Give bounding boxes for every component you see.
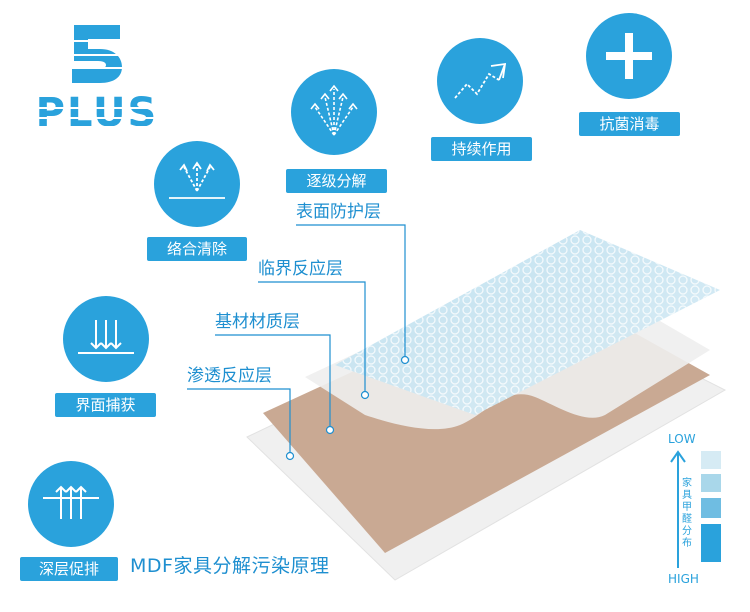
- feature-capture-circle: [63, 296, 149, 382]
- trend-up-icon: [454, 62, 507, 99]
- feature-antibacterial-circle: [586, 13, 672, 99]
- layer-label-reactive: 临界反应层: [258, 259, 343, 279]
- plus-icon: [606, 33, 652, 79]
- feature-deep-label: 深层促排: [20, 557, 118, 581]
- multi-arrows-icon: [310, 84, 358, 136]
- legend-high-label: HIGH: [668, 572, 699, 586]
- layer-label-substrate: 基材材质层: [215, 312, 300, 332]
- layer-illustration: [246, 230, 727, 581]
- feature-decompose-label: 逐级分解: [286, 169, 387, 193]
- legend-low-label: LOW: [668, 432, 696, 446]
- dotted-arrows-icon: [169, 161, 225, 199]
- legend-vertical-label: 家具甲醛分布: [682, 478, 692, 549]
- feature-clear-circle: [154, 141, 240, 227]
- layer-label-penetration: 渗透反应层: [187, 366, 272, 386]
- legend-swatch: [701, 474, 721, 492]
- logo-word-plus: PLUS: [30, 91, 164, 135]
- legend-swatch: [701, 524, 721, 562]
- feature-deep-circle: [28, 461, 114, 547]
- arrows-up-icon: [43, 485, 99, 519]
- layer-label-surface: 表面防护层: [296, 202, 381, 222]
- arrows-down-icon: [78, 320, 134, 354]
- logo-number-5: [68, 25, 124, 83]
- page-title: MDF家具分解污染原理: [130, 555, 330, 577]
- feature-clear-label: 络合清除: [147, 237, 247, 261]
- legend-swatch: [701, 498, 721, 518]
- feature-antibacterial-label: 抗菌消毒: [579, 112, 680, 136]
- feature-capture-label: 界面捕获: [55, 393, 156, 417]
- feature-decompose-circle: [291, 69, 377, 155]
- feature-continuous-circle: [437, 38, 523, 124]
- legend-swatch: [701, 451, 721, 469]
- arrow-up-icon: [670, 450, 686, 568]
- feature-continuous-label: 持续作用: [431, 137, 532, 161]
